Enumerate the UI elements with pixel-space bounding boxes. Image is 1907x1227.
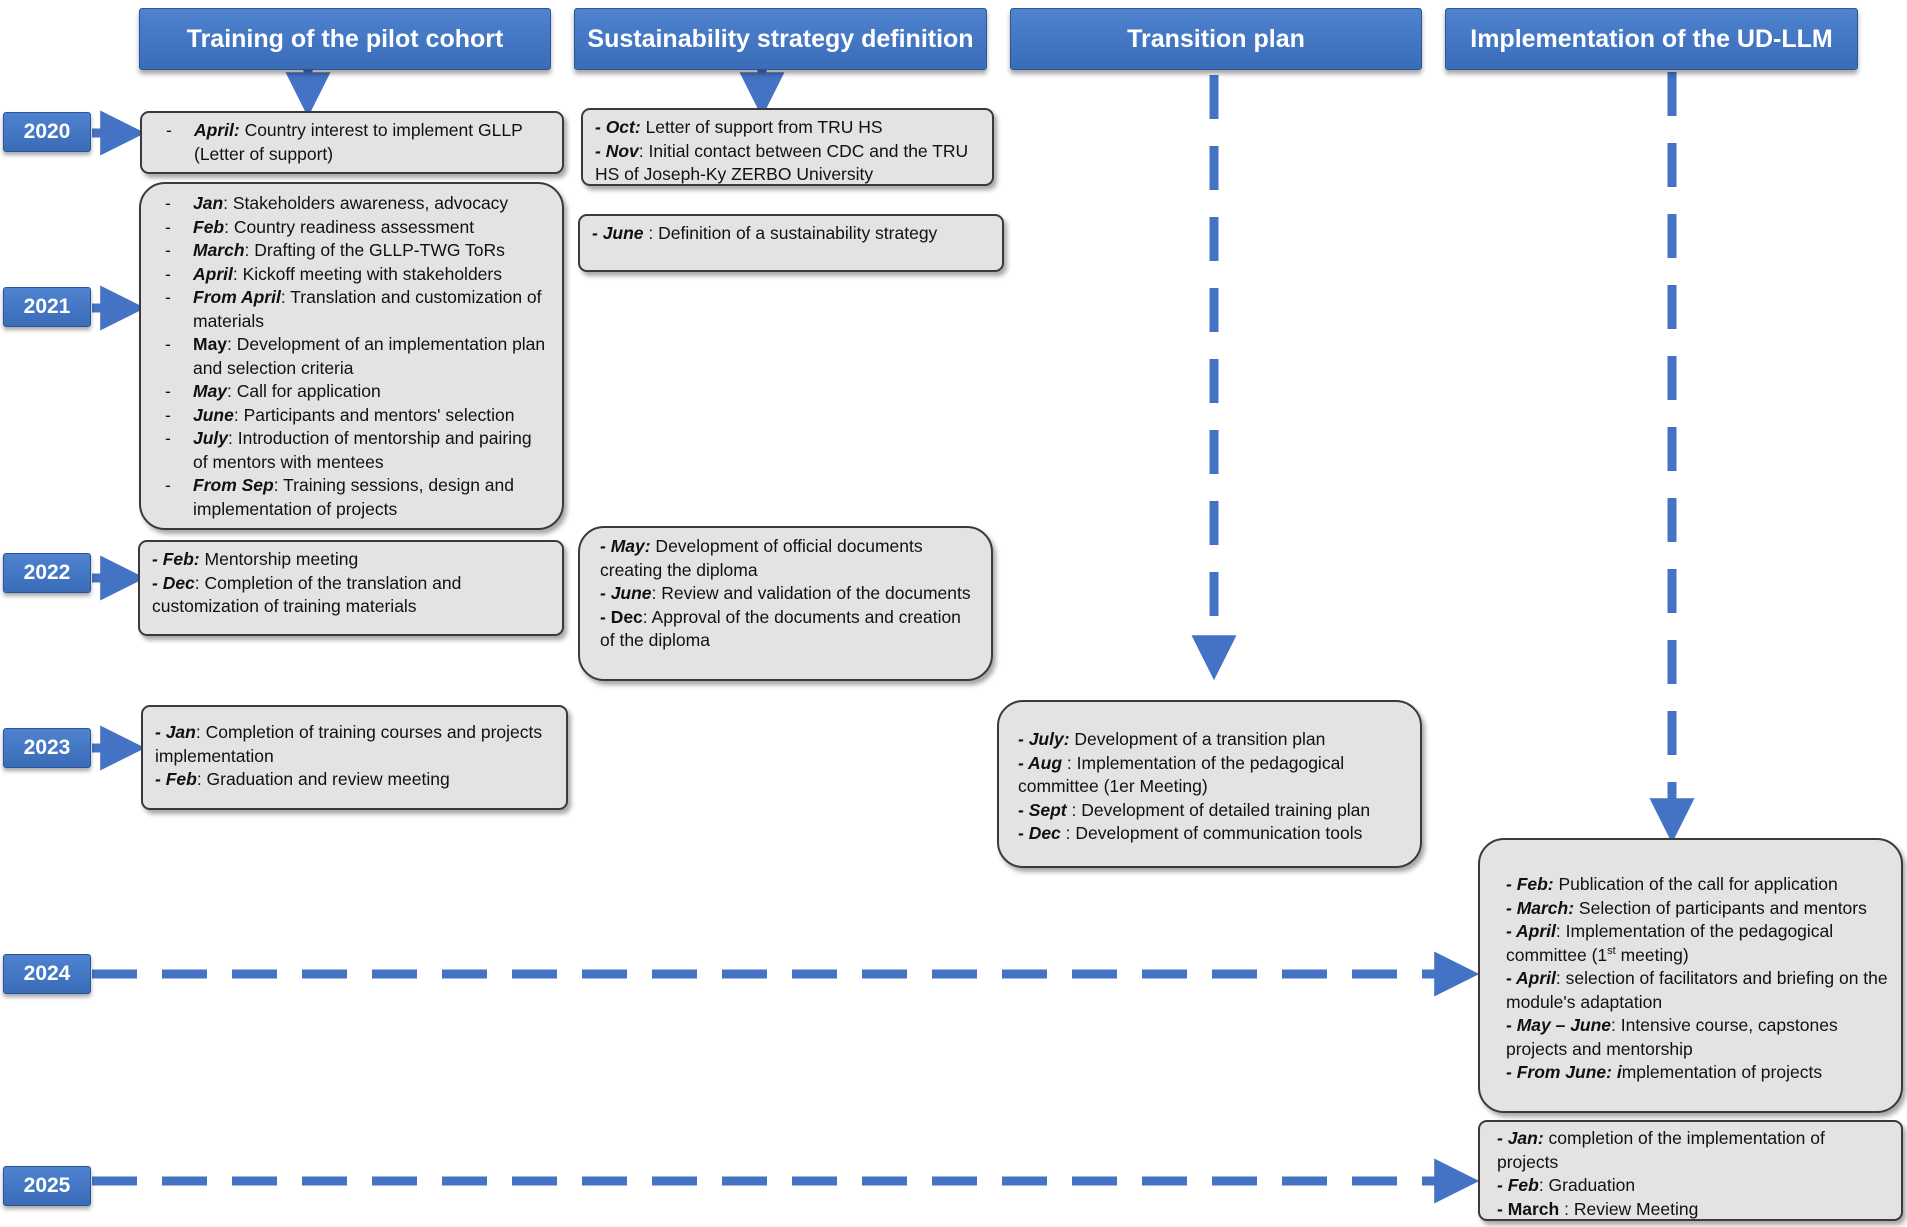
box-pilot-2020: April: Country interest to implement GLL…	[140, 111, 564, 174]
list-item: Jan: Stakeholders awareness, advocacy	[153, 192, 550, 216]
list-item: June: Participants and mentors' selectio…	[153, 404, 550, 428]
list-item: - June : Definition of a sustainability …	[592, 223, 938, 243]
list-item: April: Kickoff meeting with stakeholders	[153, 263, 550, 287]
column-header-pilot-cohort: Training of the pilot cohort	[139, 8, 551, 70]
list-item: - Feb: Graduation	[1497, 1175, 1636, 1195]
box-pilot-2023: - Jan: Completion of training courses an…	[141, 705, 568, 810]
list-item: - April: Implementation of the pedagogic…	[1506, 921, 1834, 965]
list-item: - Feb: Publication of the call for appli…	[1506, 874, 1838, 894]
box-pilot-2022: - Feb: Mentorship meeting - Dec: Complet…	[138, 540, 564, 636]
list-item: April: Country interest to implement GLL…	[154, 119, 550, 166]
year-2025: 2025	[3, 1166, 91, 1206]
list-item: March: Drafting of the GLLP-TWG ToRs	[153, 239, 550, 263]
list-item: - March : Review Meeting	[1497, 1198, 1699, 1219]
box-transition-2023: - July: Development of a transition plan…	[997, 700, 1422, 868]
list-item: - Sept : Development of detailed trainin…	[1018, 799, 1371, 820]
box-sustainability-2021: - June : Definition of a sustainability …	[578, 214, 1004, 272]
box-sustainability-2020: - Oct: Letter of support from TRU HS - N…	[581, 108, 994, 186]
list-item: - Feb: Mentorship meeting	[152, 549, 359, 569]
list-item: - July: Development of a transition plan	[1018, 729, 1326, 749]
list-item: - Dec: Approval of the documents and cre…	[600, 606, 961, 651]
list-item: From April: Translation and customizatio…	[153, 286, 550, 333]
column-header-transition-plan: Transition plan	[1010, 8, 1422, 70]
list-item: - Oct: Letter of support from TRU HS	[595, 117, 883, 137]
list-item: May: Call for application	[153, 380, 550, 404]
list-item: - From June: implementation of projects	[1506, 1062, 1823, 1082]
year-2024: 2024	[3, 954, 91, 994]
list-item: Feb: Country readiness assessment	[153, 216, 550, 240]
list-item: - May: Development of official documents…	[600, 536, 923, 580]
list-item: - Aug : Implementation of the pedagogica…	[1018, 752, 1345, 797]
box-implementation-2025: - Jan: completion of the implementation …	[1478, 1120, 1903, 1221]
column-header-implementation: Implementation of the UD-LLM	[1445, 8, 1858, 70]
list-item: July: Introduction of mentorship and pai…	[153, 427, 550, 474]
list-item: - March: Selection of participants and m…	[1506, 897, 1867, 918]
list-item: - June: Review and validation of the doc…	[600, 583, 971, 603]
box-pilot-2021: Jan: Stakeholders awareness, advocacy Fe…	[139, 182, 564, 530]
column-header-sustainability: Sustainability strategy definition	[574, 8, 987, 70]
list-item: - Jan: Completion of training courses an…	[155, 722, 543, 766]
year-2020: 2020	[3, 112, 91, 152]
list-item: - May – June: Intensive course, capstone…	[1506, 1015, 1838, 1059]
list-item: - Dec: Completion of the translation and…	[152, 572, 462, 617]
list-item: - Nov: Initial contact between CDC and t…	[595, 140, 969, 185]
box-sustainability-2022: - May: Development of official documents…	[578, 526, 993, 681]
list-item: - April: selection of facilitators and b…	[1506, 968, 1888, 1012]
year-2022: 2022	[3, 553, 91, 593]
box-implementation-2024: - Feb: Publication of the call for appli…	[1478, 838, 1903, 1113]
list-item: - Dec : Development of communication too…	[1018, 823, 1363, 843]
year-2021: 2021	[3, 287, 91, 327]
list-item: From Sep: Training sessions, design and …	[153, 474, 550, 521]
year-2023: 2023	[3, 728, 91, 768]
list-item: May: Development of an implementation pl…	[153, 333, 550, 380]
list-item: - Feb: Graduation and review meeting	[155, 769, 450, 789]
list-item: - Jan: completion of the implementation …	[1497, 1128, 1825, 1172]
